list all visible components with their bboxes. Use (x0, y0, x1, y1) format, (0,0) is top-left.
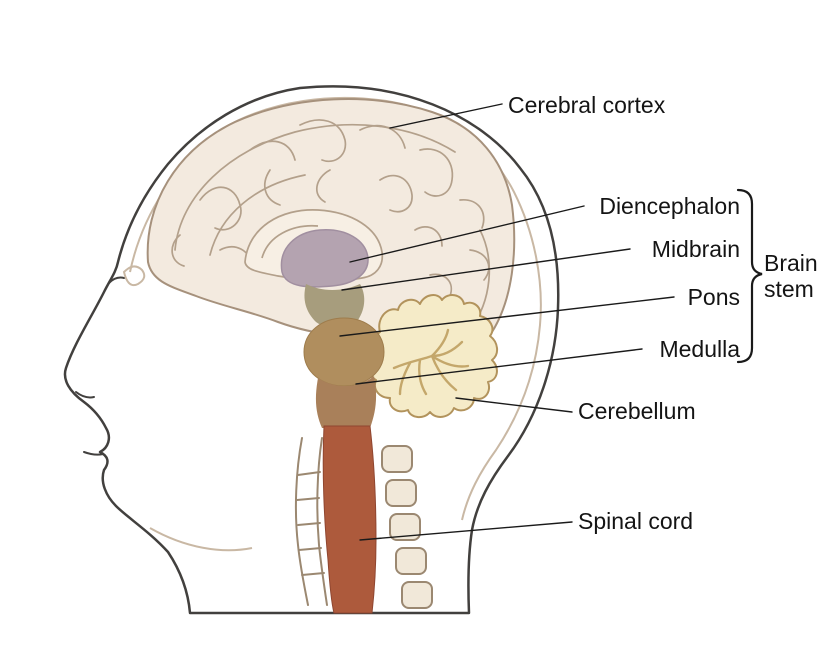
leader-spinal-cord (359, 521, 573, 541)
vertebra (395, 547, 427, 575)
vertebra (401, 581, 433, 609)
frontal-sinus-line (122, 265, 146, 287)
throat-back-line (316, 437, 328, 606)
vertebra (385, 479, 417, 507)
vertebra (389, 513, 421, 541)
throat-ring (297, 471, 321, 476)
vertebrae (381, 445, 433, 609)
label-cerebellum: Cerebellum (578, 398, 696, 424)
throat-ring (298, 547, 322, 551)
leader-medulla (355, 348, 643, 385)
midbrain-shape (304, 284, 365, 329)
brow-line (108, 276, 125, 284)
throat-front-line (294, 437, 309, 606)
diencephalon-shape (280, 229, 369, 288)
leader-cerebellum (455, 397, 573, 413)
label-spinal-cord: Spinal cord (578, 508, 694, 534)
throat-structure (294, 437, 328, 606)
cortex-gyri (171, 119, 491, 331)
leader-lines (339, 103, 675, 541)
mouth-line (83, 451, 104, 456)
label-diencephalon: Diencephalon (599, 193, 740, 219)
corpus-callosum-inner-line (261, 224, 319, 259)
jaw-inner-line (149, 527, 253, 552)
spinal-cord-shape (322, 425, 377, 614)
throat-ring (297, 522, 321, 526)
leader-pons (339, 296, 675, 337)
face-details (75, 276, 125, 456)
leader-diencephalon (349, 205, 585, 263)
throat-ring (296, 497, 320, 501)
vertebra (381, 445, 413, 473)
label-cerebral-cortex: Cerebral cortex (508, 92, 666, 118)
nostril-line (75, 391, 95, 399)
brain-stem-bracket (736, 188, 763, 364)
throat-ring (301, 572, 325, 576)
leader-cerebral-cortex (389, 103, 503, 129)
label-midbrain: Midbrain (651, 236, 740, 262)
label-pons: Pons (687, 284, 740, 310)
medulla-shape (315, 376, 377, 428)
label-medulla: Medulla (659, 336, 740, 362)
cerebellum-arbor-lines (392, 328, 470, 396)
leader-midbrain (341, 248, 631, 291)
pons-shape (303, 317, 385, 387)
label-brain-stem: Brain stem (764, 250, 818, 302)
